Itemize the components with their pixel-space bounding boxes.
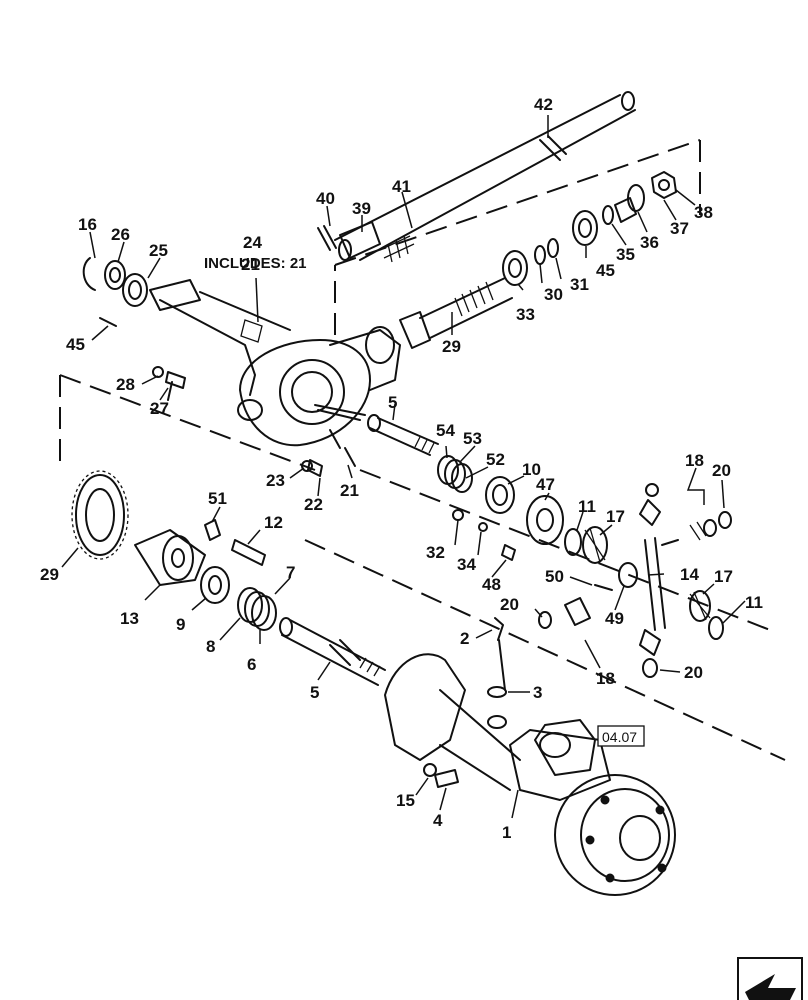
- ring-gear-and-case: [71, 470, 277, 631]
- pinion-shaft-assembly: [399, 171, 677, 349]
- callout-24: 24: [243, 233, 262, 252]
- callout-33: 33: [516, 305, 535, 324]
- callout-51: 51: [208, 489, 227, 508]
- callout-53: 53: [463, 429, 482, 448]
- callout-4: 4: [433, 811, 443, 830]
- callout-39: 39: [352, 199, 371, 218]
- callout-34: 34: [457, 555, 476, 574]
- callout-1: 1: [502, 823, 511, 842]
- callout-32: 32: [426, 543, 445, 562]
- callout-29-lower: 29: [40, 565, 59, 584]
- callout-45-left: 45: [66, 335, 85, 354]
- callout-labels: 1 2 3 4 5 5 6 7 8 9 10 11 11 12 13 14 15…: [40, 95, 763, 842]
- callout-14: 14: [680, 565, 699, 584]
- callout-12: 12: [264, 513, 283, 532]
- callout-5-upper: 5: [388, 393, 397, 412]
- callout-52: 52: [486, 450, 505, 469]
- callout-22: 22: [304, 495, 323, 514]
- housing-left-bearings: [82, 257, 148, 327]
- callout-7: 7: [286, 563, 295, 582]
- callout-54: 54: [436, 421, 455, 440]
- callout-38: 38: [694, 203, 713, 222]
- callout-29-upper: 29: [442, 337, 461, 356]
- callout-15: 15: [396, 791, 415, 810]
- callout-36: 36: [640, 233, 659, 252]
- callout-20-lower: 20: [684, 663, 703, 682]
- callout-30: 30: [544, 285, 563, 304]
- callout-40: 40: [316, 189, 335, 208]
- callout-50: 50: [545, 567, 564, 586]
- callout-6: 6: [247, 655, 256, 674]
- page-reference-label: 04.07: [602, 729, 637, 745]
- callout-18-lower: 18: [596, 669, 615, 688]
- callout-48: 48: [482, 575, 501, 594]
- callout-18-upper: 18: [685, 451, 704, 470]
- callout-20-left: 20: [500, 595, 519, 614]
- callout-49: 49: [605, 609, 624, 628]
- upper-axle-shaft: [367, 414, 516, 561]
- callout-8: 8: [206, 637, 215, 656]
- callout-23: 23: [266, 471, 285, 490]
- differential-gears: [526, 483, 732, 678]
- callout-20-upper: 20: [712, 461, 731, 480]
- callout-28: 28: [116, 375, 135, 394]
- callout-47: 47: [536, 475, 555, 494]
- assembly-boundary-lines: [59, 139, 786, 761]
- callout-10: 10: [522, 460, 541, 479]
- callout-41: 41: [392, 177, 411, 196]
- callout-25: 25: [149, 241, 168, 260]
- leader-lines: [61, 115, 746, 819]
- housing-bolts: [152, 366, 356, 477]
- callout-5-lower: 5: [310, 683, 319, 702]
- callout-26: 26: [111, 225, 130, 244]
- callout-27: 27: [150, 399, 169, 418]
- callout-9: 9: [176, 615, 185, 634]
- callout-21-upper: 21: [241, 255, 260, 274]
- callout-11-right: 11: [745, 593, 763, 612]
- callout-21-lower: 21: [340, 481, 359, 500]
- lower-axle-shaft: [279, 617, 386, 686]
- callout-45-right: 45: [596, 261, 615, 280]
- callout-17-upper: 17: [606, 507, 625, 526]
- next-page-arrow-icon[interactable]: [737, 957, 803, 1000]
- outer-housing-and-hub: [384, 617, 676, 896]
- callout-13: 13: [120, 609, 139, 628]
- includes-note: INCLUDES: 21: [204, 255, 307, 272]
- callout-17-lower: 17: [714, 567, 733, 586]
- callout-42: 42: [534, 95, 553, 114]
- callout-16: 16: [78, 215, 97, 234]
- callout-11-upper: 11: [578, 497, 596, 516]
- callout-31: 31: [570, 275, 589, 294]
- page-reference: 04.07: [597, 725, 645, 747]
- callout-3: 3: [533, 683, 542, 702]
- callout-35: 35: [616, 245, 635, 264]
- axle-housing: [149, 279, 401, 447]
- callout-37: 37: [670, 219, 689, 238]
- axle-shaft: [334, 91, 636, 263]
- callout-2: 2: [460, 629, 469, 648]
